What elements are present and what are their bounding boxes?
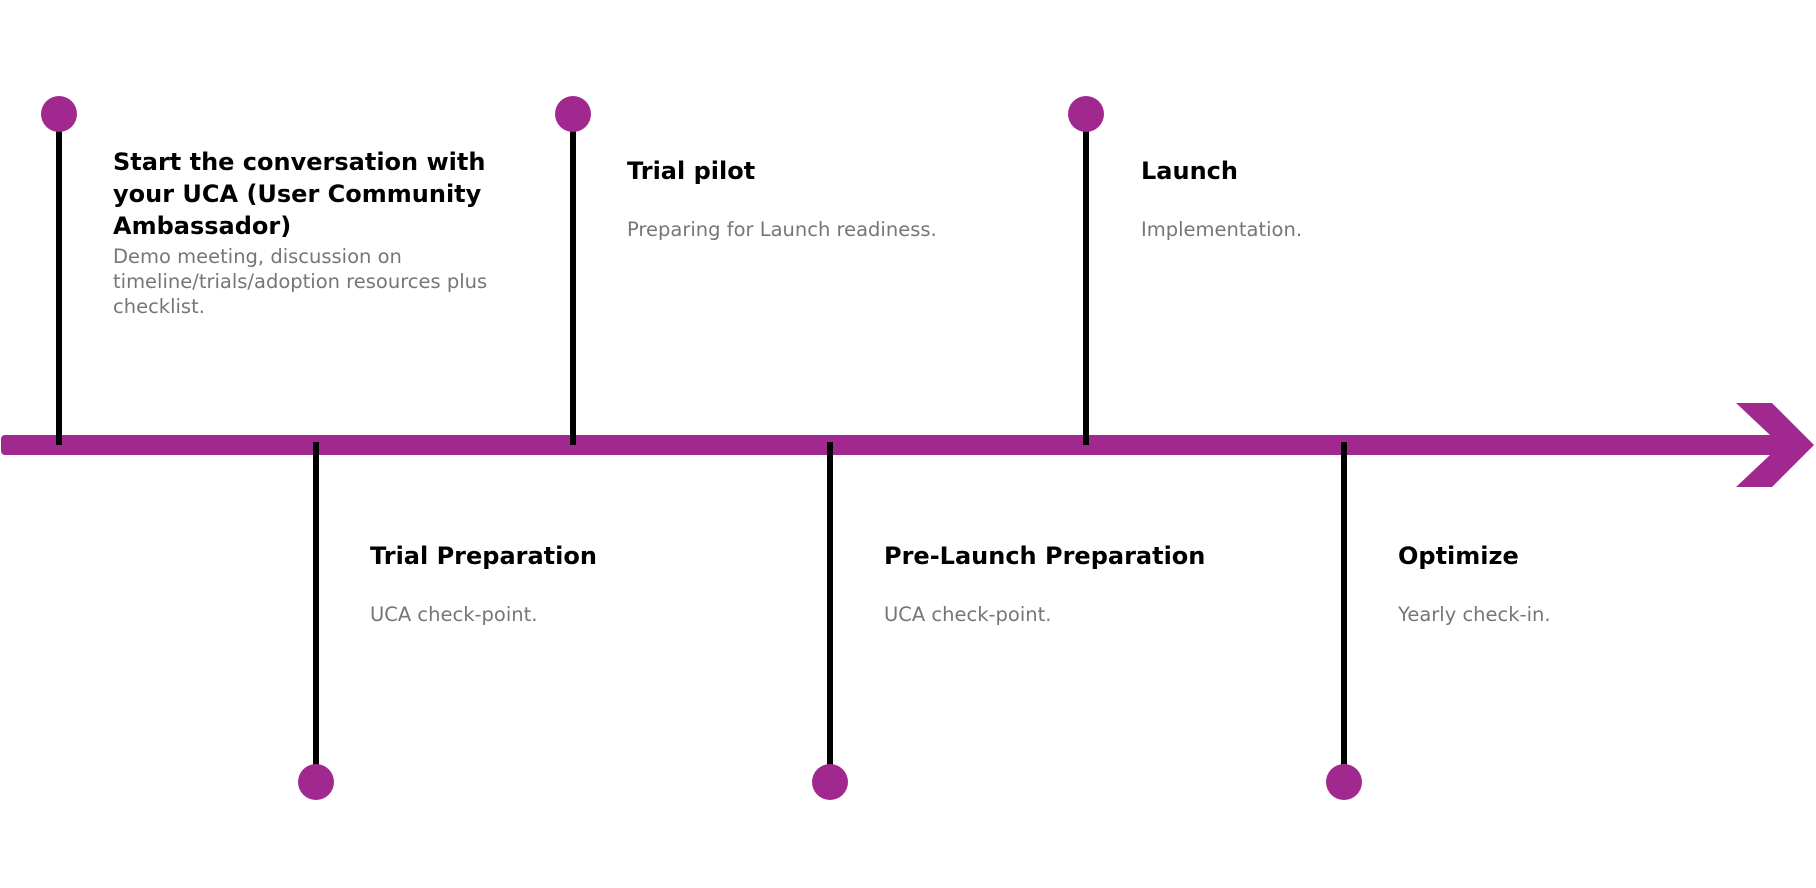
milestone-start-conversation: Start the conversation with your UCA (Us…	[113, 146, 523, 319]
milestone-dot	[41, 96, 77, 132]
milestone-description: UCA check-point.	[884, 603, 1052, 626]
milestone-launch: Launch Implementation.	[1141, 155, 1561, 242]
milestone-description: Demo meeting, discussion on timeline/tri…	[113, 245, 488, 318]
milestone-title: Trial Preparation	[370, 542, 597, 570]
milestone-description: Yearly check-in.	[1398, 603, 1551, 626]
milestone-optimize: Optimize Yearly check-in.	[1398, 540, 1816, 627]
milestone-dot	[812, 764, 848, 800]
milestone-trial-preparation: Trial Preparation UCA check-point.	[370, 540, 790, 627]
milestone-title: Start the conversation with your UCA (Us…	[113, 148, 486, 240]
milestone-description: UCA check-point.	[370, 603, 538, 626]
milestone-title: Pre-Launch Preparation	[884, 542, 1206, 570]
milestone-title: Launch	[1141, 157, 1238, 185]
milestone-pre-launch-preparation: Pre-Launch Preparation UCA check-point.	[884, 540, 1304, 627]
milestone-description: Preparing for Launch readiness.	[627, 218, 937, 241]
milestone-stems	[56, 114, 1347, 782]
milestone-title: Optimize	[1398, 542, 1519, 570]
milestone-trial-pilot: Trial pilot Preparing for Launch readine…	[627, 155, 1047, 242]
milestone-title: Trial pilot	[627, 157, 756, 185]
milestone-dots	[41, 96, 1362, 800]
milestone-dot	[1326, 764, 1362, 800]
timeline-bar	[1, 435, 1761, 455]
milestone-description: Implementation.	[1141, 218, 1303, 241]
timeline-axis	[1, 403, 1814, 487]
milestone-dot	[555, 96, 591, 132]
milestone-dot	[1068, 96, 1104, 132]
timeline-arrow-head	[1736, 403, 1814, 487]
milestone-dot	[298, 764, 334, 800]
